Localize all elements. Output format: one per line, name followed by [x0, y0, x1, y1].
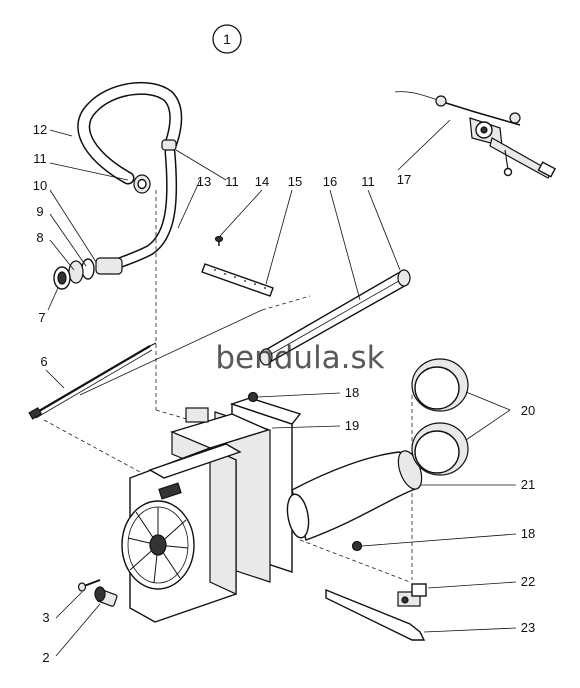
- callout-11-middle: 11: [225, 174, 239, 189]
- callout-3: 3: [42, 610, 49, 625]
- duct-tube-16: [259, 269, 411, 366]
- strap-23: [325, 588, 426, 641]
- callout-18-upper: 18: [345, 385, 359, 400]
- heater-hose-assembly: [53, 81, 183, 290]
- tube-clamp-right: [397, 269, 411, 287]
- bolt-2: [94, 586, 118, 607]
- hose-connector: [95, 257, 123, 275]
- callout-9: 9: [36, 204, 43, 219]
- figure-number: 1: [223, 31, 231, 47]
- callout-19: 19: [345, 418, 359, 433]
- nut-18-upper: [247, 391, 259, 403]
- watermark: bendula.sk: [215, 340, 384, 376]
- screw-14: [214, 235, 224, 243]
- callout-6: 6: [40, 354, 47, 369]
- callout-13: 13: [197, 174, 211, 189]
- leader-lines: [45, 119, 517, 657]
- perforated-strip-15: [201, 263, 274, 297]
- callout-18-lower: 18: [521, 526, 535, 541]
- screw-and-strip: [201, 235, 274, 297]
- callout-2: 2: [42, 650, 49, 665]
- pipe-stub: [185, 407, 209, 423]
- callout-12: 12: [33, 122, 47, 137]
- callout-10: 10: [33, 178, 47, 193]
- callout-22: 22: [521, 574, 535, 589]
- seal-ring: [81, 258, 95, 280]
- callout-16: 16: [323, 174, 337, 189]
- ring-adapters-20: [411, 358, 469, 476]
- cable-6: [28, 342, 157, 420]
- callout-21: 21: [521, 477, 535, 492]
- callout-20: 20: [521, 403, 535, 418]
- fan-hub: [149, 534, 167, 556]
- union-nut: [68, 260, 84, 284]
- vent-slot: [158, 482, 182, 500]
- callout-7: 7: [38, 310, 45, 325]
- heater-unit: [121, 397, 302, 623]
- hose-clamp-upper-right: [161, 139, 177, 151]
- callout-11-left: 11: [33, 151, 47, 166]
- screw-3: [77, 579, 101, 592]
- callout-labels: 12 11 10 9 8 7 6 13 11 14 15 16 11 17 18…: [33, 122, 535, 665]
- clamp-bracket-22: [397, 583, 427, 607]
- callout-8: 8: [36, 230, 43, 245]
- callout-14: 14: [255, 174, 269, 189]
- callout-23: 23: [521, 620, 535, 635]
- control-lever-assembly: [394, 91, 557, 179]
- callout-15: 15: [288, 174, 302, 189]
- figure-number-badge: 1: [212, 24, 242, 54]
- callout-17: 17: [397, 172, 411, 187]
- nut-18-lower: [351, 540, 363, 552]
- flexible-hose-21: [286, 450, 423, 541]
- callout-11-right: 11: [361, 174, 375, 189]
